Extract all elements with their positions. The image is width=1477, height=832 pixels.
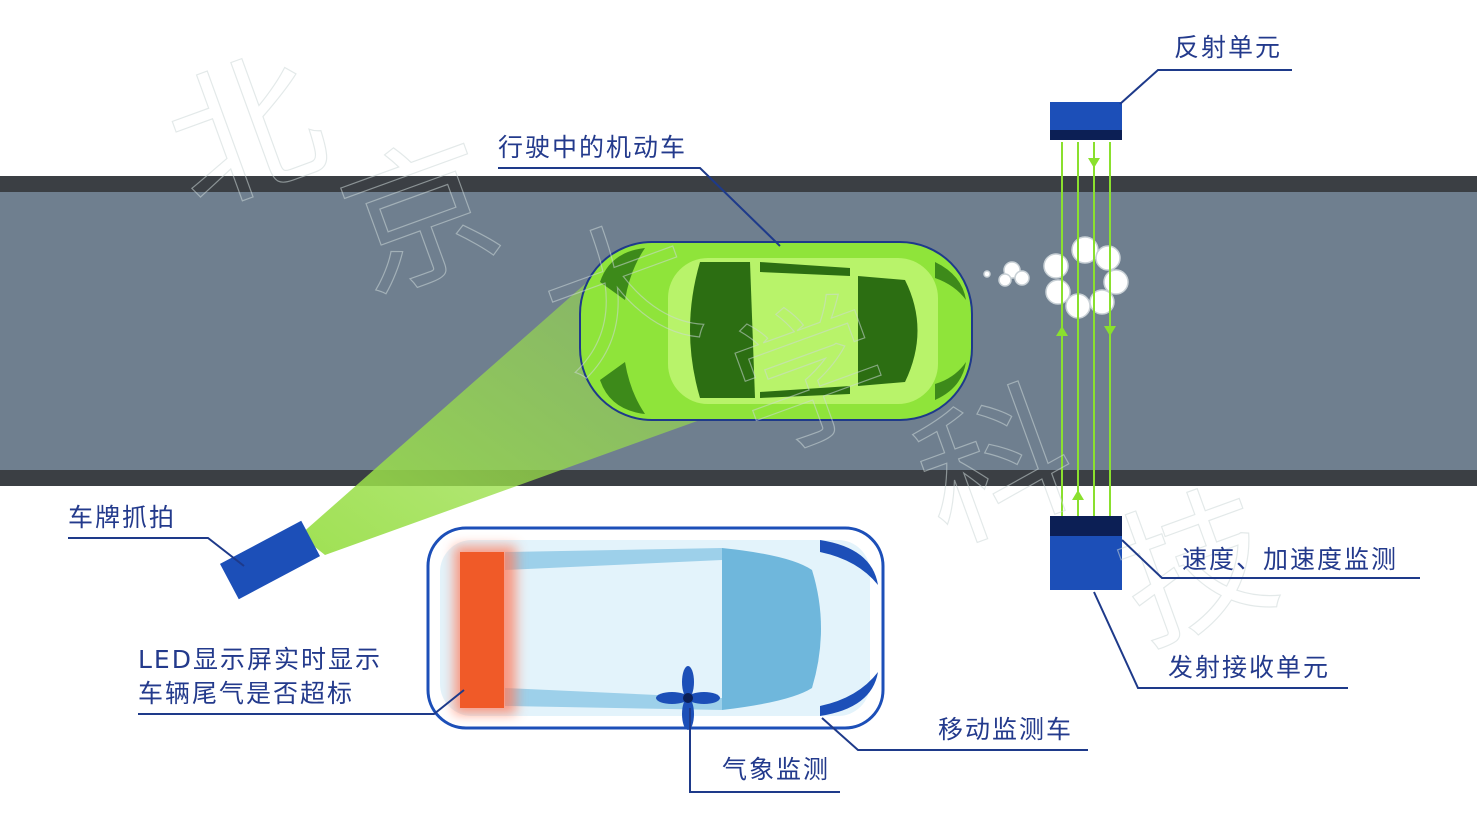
reflector-unit bbox=[1050, 102, 1122, 140]
camera bbox=[219, 520, 321, 600]
arrow-up-icon bbox=[1056, 326, 1068, 336]
label-reflector-unit: 反射单元 bbox=[1174, 33, 1282, 62]
leader-led-display bbox=[138, 689, 465, 715]
mobile-vehicle-side-window bbox=[505, 688, 722, 710]
sensor-blade bbox=[688, 692, 720, 704]
label-led-line-2: 车辆尾气是否超标 bbox=[138, 679, 354, 708]
moving-car-rear-fender-bottom bbox=[600, 362, 645, 414]
leader-speed-monitoring bbox=[1121, 539, 1420, 579]
arrow-up-icon bbox=[1072, 490, 1084, 500]
moving-car-windshield bbox=[858, 276, 918, 386]
leader-plate-capture bbox=[68, 537, 245, 567]
leader-reflector-unit bbox=[1119, 69, 1292, 105]
exhaust-puff bbox=[1045, 279, 1071, 305]
arrow-down-icon bbox=[1104, 326, 1116, 336]
leader-moving-vehicle bbox=[498, 167, 781, 247]
mobile-vehicle-rear-window bbox=[505, 548, 722, 570]
road-edge-bottom bbox=[0, 470, 1477, 486]
reflector-unit-body bbox=[1050, 102, 1122, 132]
sensor-blade bbox=[656, 692, 688, 704]
mobile-vehicle-windshield bbox=[722, 548, 821, 710]
labels: 行驶中的机动车 反射单元 车牌抓拍 速度、加速度监测 发射接收单元 LED显示屏… bbox=[68, 33, 1398, 784]
arrow-down-icon bbox=[1088, 158, 1100, 168]
moving-car-side-window-bottom bbox=[760, 386, 850, 398]
led-display-panel bbox=[460, 552, 504, 708]
mobile-vehicle-front-fender-bottom bbox=[820, 672, 878, 716]
exhaust-puff bbox=[983, 270, 991, 278]
mobile-vehicle-front-fender-top bbox=[820, 540, 878, 585]
exhaust-puff bbox=[1095, 245, 1121, 271]
mobile-monitoring-vehicle bbox=[426, 526, 885, 730]
label-mobile-vehicle: 移动监测车 bbox=[938, 715, 1073, 744]
moving-car-rear-fender-top bbox=[600, 248, 645, 300]
moving-car bbox=[579, 241, 973, 421]
emit-receive-unit-top bbox=[1050, 516, 1122, 538]
exhaust-puff bbox=[1043, 253, 1069, 279]
sensor-hub bbox=[683, 693, 693, 703]
label-emit-receive-unit: 发射接收单元 bbox=[1168, 653, 1330, 682]
laser-beams bbox=[1056, 142, 1116, 516]
exhaust-puff bbox=[1103, 269, 1129, 295]
label-weather: 气象监测 bbox=[722, 755, 830, 784]
moving-car-side-window-top bbox=[760, 262, 850, 276]
reflector-unit-base bbox=[1050, 130, 1122, 140]
exhaust-puff bbox=[1014, 270, 1030, 286]
leader-weather bbox=[689, 708, 840, 793]
emit-receive-unit bbox=[1050, 516, 1122, 590]
label-plate-capture: 车牌抓拍 bbox=[68, 503, 176, 532]
label-speed-monitoring: 速度、加速度监测 bbox=[1182, 545, 1398, 574]
exhaust-puff bbox=[998, 273, 1012, 287]
leader-lines bbox=[68, 69, 1420, 793]
label-moving-vehicle: 行驶中的机动车 bbox=[498, 133, 687, 162]
leader-mobile-vehicle bbox=[821, 717, 1088, 751]
sensor-blade bbox=[682, 666, 694, 698]
moving-car-rear-window bbox=[690, 262, 755, 398]
camera-body bbox=[219, 520, 321, 600]
moving-car-front-fender-bottom bbox=[935, 362, 966, 400]
moving-car-front-fender-top bbox=[935, 262, 966, 300]
leader-emit-receive-unit bbox=[1093, 591, 1348, 689]
road-edge-top bbox=[0, 176, 1477, 192]
emit-receive-unit-body bbox=[1050, 536, 1122, 590]
label-led-line-1: LED显示屏实时显示 bbox=[138, 645, 382, 674]
